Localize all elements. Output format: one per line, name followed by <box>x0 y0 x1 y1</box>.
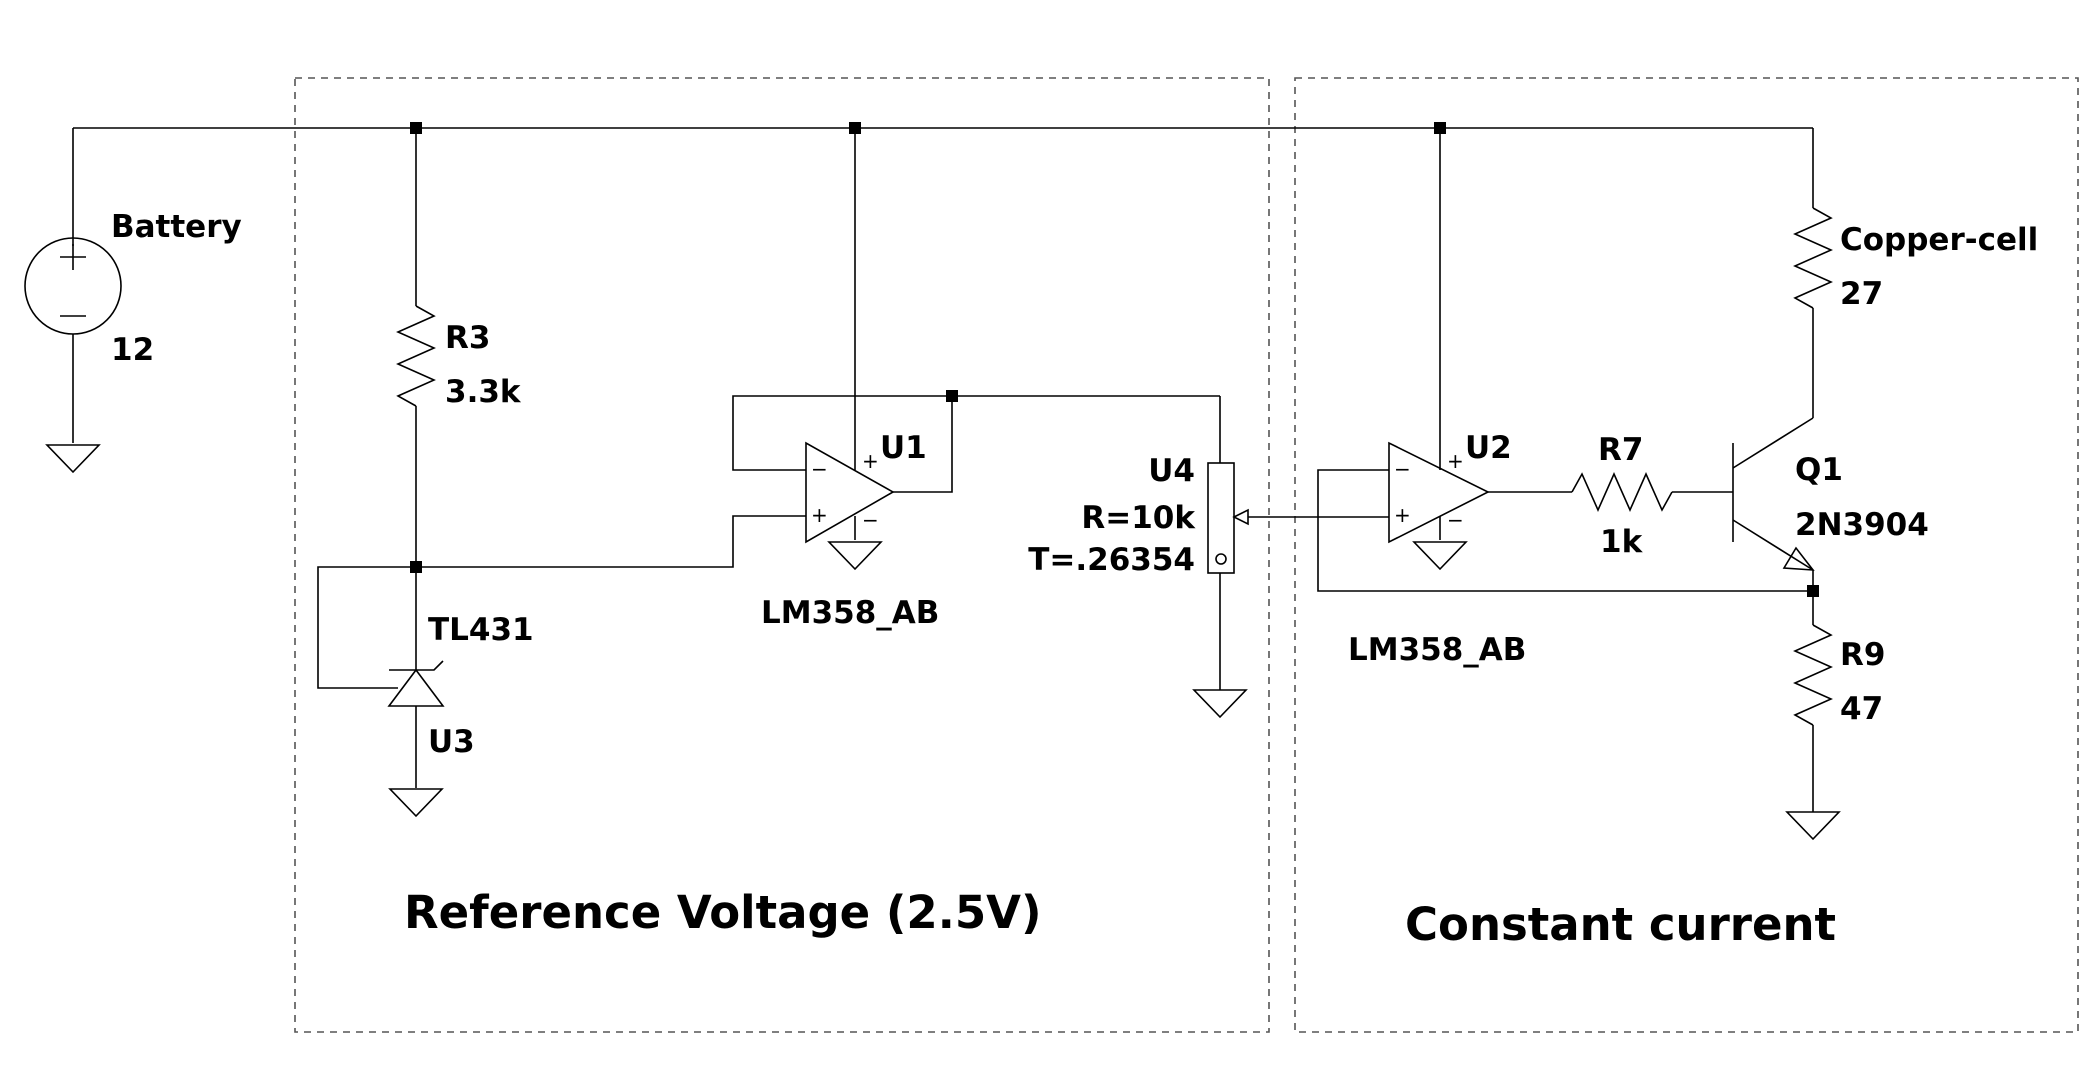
constant-current-title: Constant current <box>1405 898 1836 951</box>
r7-value: 1k <box>1600 524 1644 560</box>
resistor-r7 <box>1571 472 1733 512</box>
u2-part: LM358_AB <box>1348 632 1526 668</box>
u1-plus-pin: + <box>811 503 828 527</box>
u1-part: LM358_AB <box>761 595 939 631</box>
u4-wiper-position: T=.26354 <box>1028 542 1195 578</box>
copper-cell-value: 27 <box>1840 276 1883 312</box>
u2-plus-pin: + <box>1394 503 1411 527</box>
ref-wire <box>416 515 806 568</box>
copper-cell-resistor <box>1793 128 1833 418</box>
u4-resistance: R=10k <box>1081 500 1196 536</box>
reference-voltage-box <box>294 77 1270 1033</box>
r7-label: R7 <box>1598 432 1643 468</box>
battery-source <box>24 237 122 474</box>
battery-value: 12 <box>111 332 154 368</box>
resistor-r9 <box>1785 591 1841 841</box>
opamp-u1 <box>732 128 1220 571</box>
r9-label: R9 <box>1840 637 1885 673</box>
junctions <box>410 122 1819 597</box>
u1-vminus-pin: − <box>862 508 879 532</box>
r9-value: 47 <box>1840 691 1883 727</box>
battery-label: Battery <box>111 209 242 245</box>
u2-vplus-pin: + <box>1447 449 1464 473</box>
ground-icon <box>388 788 444 818</box>
copper-cell-label: Copper-cell <box>1840 222 2038 258</box>
ground-icon <box>827 541 883 571</box>
u1-minus-pin: − <box>811 457 828 481</box>
ground-icon <box>1192 689 1248 719</box>
r3-label: R3 <box>445 320 490 356</box>
ground-icon <box>1785 811 1841 841</box>
u2-vminus-pin: − <box>1447 508 1464 532</box>
q1-label: Q1 <box>1795 452 1843 488</box>
r3-value: 3.3k <box>445 374 522 410</box>
u1-vplus-pin: + <box>862 449 879 473</box>
potentiometer-u4 <box>1192 396 1389 719</box>
u1-label: U1 <box>880 430 927 466</box>
transistor-q1 <box>1732 417 1815 591</box>
supply-rail <box>72 127 1813 246</box>
shunt-regulator-u3 <box>317 566 445 818</box>
constant-current-box <box>1294 77 2079 1033</box>
u2-minus-pin: − <box>1394 457 1411 481</box>
resistor-r3 <box>396 128 436 567</box>
ground-icon <box>1412 541 1468 571</box>
u2-label: U2 <box>1465 430 1512 466</box>
opamp-u2 <box>1317 128 1813 592</box>
ground-icon <box>45 444 101 474</box>
u4-label: U4 <box>1148 453 1195 489</box>
q1-part: 2N3904 <box>1795 507 1929 543</box>
u3-part: TL431 <box>428 612 534 648</box>
u3-label: U3 <box>428 724 475 760</box>
reference-voltage-title: Reference Voltage (2.5V) <box>404 886 1042 939</box>
